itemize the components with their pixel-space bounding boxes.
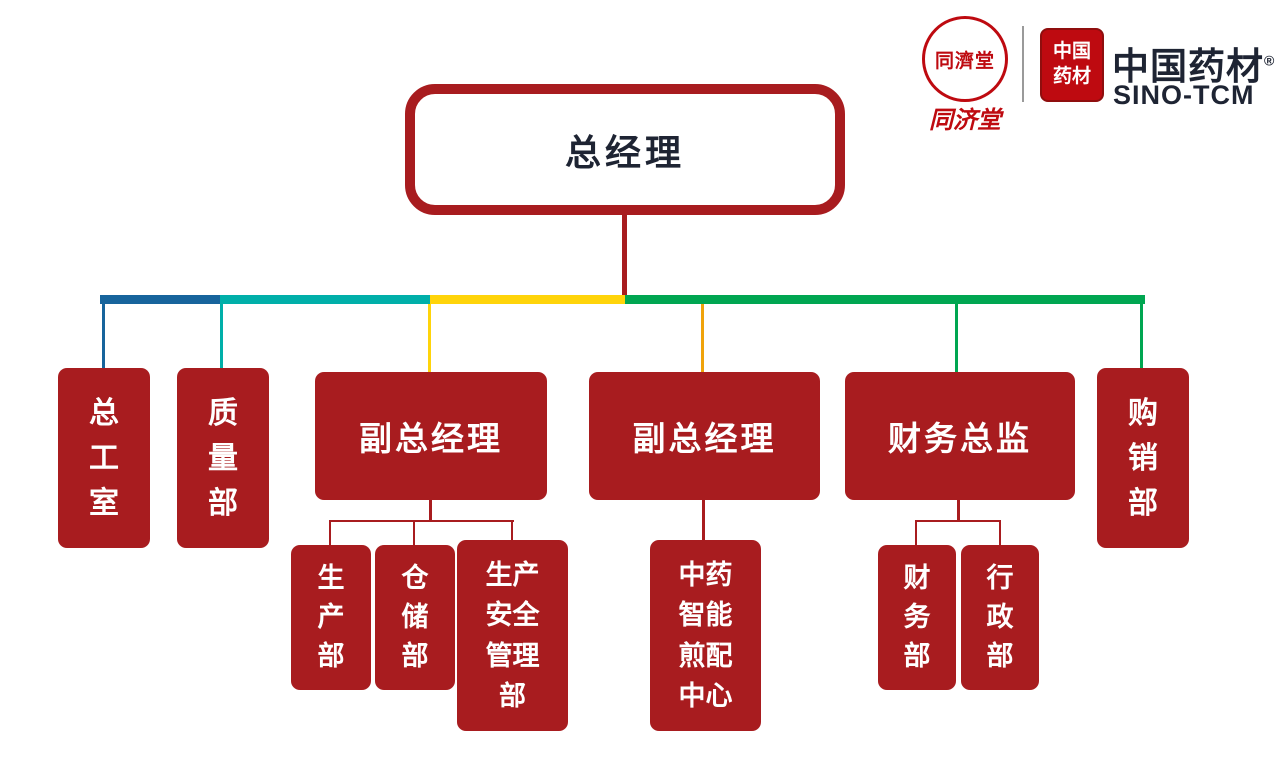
connector-root-stem (622, 214, 627, 297)
connector-stub-purchasing-dept (1140, 304, 1143, 372)
org-node-finance-dept: 财 务 部 (878, 545, 956, 690)
connector-stub-quality-dept (220, 304, 223, 372)
sino-tcm-square-seal-icon: 中国 药材 (1040, 28, 1104, 102)
connector-to-finance-dept (915, 520, 917, 546)
registered-mark: ® (1264, 52, 1276, 69)
connector-stub-deputy-gm-2 (701, 304, 704, 372)
brand-divider (1022, 26, 1024, 102)
org-node-production-dept: 生 产 部 (291, 545, 371, 690)
connector-stub-deputy-gm-1 (428, 304, 431, 372)
org-node-deputy-gm-1: 副总经理 (315, 372, 547, 500)
org-node-warehouse-dept: 仓 储 部 (375, 545, 455, 690)
org-bar-segment-teal (220, 295, 430, 304)
org-bar-segment-yellow (430, 295, 625, 304)
seal-stamp-text: 中国 药材 (1052, 41, 1091, 87)
org-bar-segment-blue (100, 295, 220, 304)
org-node-deputy-gm-2: 副总经理 (589, 372, 820, 500)
connector-deputy1-down (429, 500, 432, 522)
connector-to-admin-dept (999, 520, 1001, 546)
org-node-tcm-smart-decoction-center: 中药 智能 煎配 中心 (650, 540, 761, 731)
connector-deputy1-horizontal (329, 520, 514, 522)
org-node-purchasing-dept: 购 销 部 (1097, 368, 1189, 548)
tongjitang-script-text: 同济堂 (929, 108, 1001, 134)
company-name: 中国药材® (1112, 46, 1276, 87)
connector-finance-horizontal (915, 520, 1001, 522)
org-node-admin-dept: 行 政 部 (961, 545, 1039, 690)
connector-deputy2-down (702, 500, 705, 541)
connector-to-production (329, 520, 331, 546)
connector-stub-chief-engineer (102, 304, 105, 372)
org-node-quality-dept: 质 量 部 (177, 368, 269, 548)
connector-finance-down (957, 500, 960, 522)
company-latin-name: SINO-TCM (1113, 80, 1255, 110)
org-node-production-safety-dept: 生产 安全 管理 部 (457, 540, 568, 731)
connector-stub-finance-director (955, 304, 958, 372)
org-node-finance-director: 财务总监 (845, 372, 1075, 500)
connector-to-warehouse (413, 520, 415, 546)
org-node-chief-engineer-office: 总 工 室 (58, 368, 150, 548)
tongjitang-circle-seal-icon: 同濟堂 (922, 16, 1008, 102)
org-node-general-manager: 总经理 (405, 84, 845, 215)
seal-ring-text: 同濟堂 (934, 50, 995, 72)
connector-to-safety (511, 520, 513, 541)
org-bar-segment-green (625, 295, 1145, 304)
